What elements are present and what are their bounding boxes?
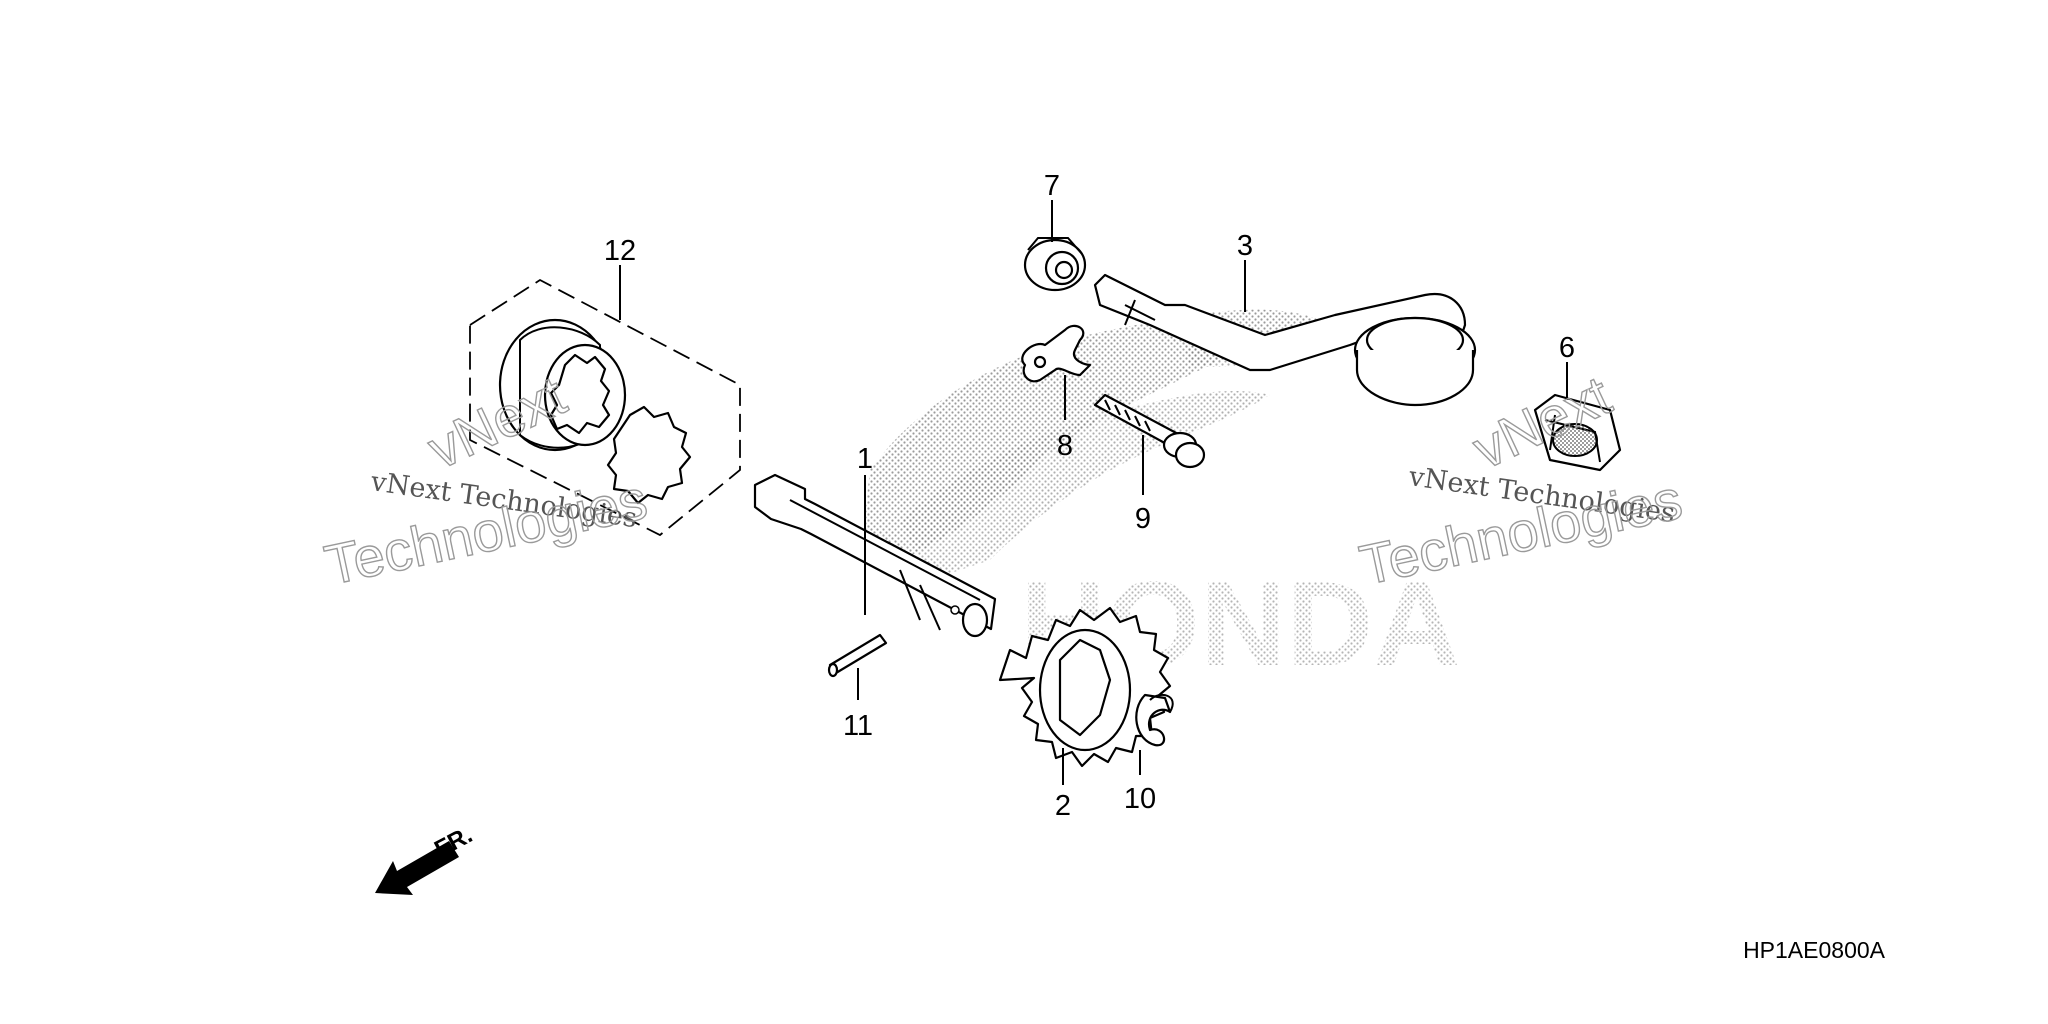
front-arrow-icon xyxy=(375,841,459,895)
part-8-clamp[interactable] xyxy=(1021,324,1092,383)
callout-11: 11 xyxy=(843,710,873,742)
callout-6: 6 xyxy=(1559,332,1575,364)
part-6-rubber-mount[interactable] xyxy=(1533,393,1622,472)
callout-10: 10 xyxy=(1124,783,1156,815)
watermark-left-vnext: vNext xyxy=(418,363,575,481)
callout-3: 3 xyxy=(1237,230,1253,262)
part-2-drive-sprocket[interactable] xyxy=(998,606,1172,768)
callout-7: 7 xyxy=(1044,170,1060,202)
part-11-dowel-pin[interactable] xyxy=(827,633,888,678)
diagram-code: HP1AE0800A xyxy=(1743,937,1886,963)
callout-12: 12 xyxy=(604,235,636,267)
front-direction-indicator: FR. xyxy=(375,821,477,895)
part-10-snap-ring[interactable] xyxy=(1135,693,1174,747)
callout-numbers: 12 1 11 2 10 3 7 8 9 6 xyxy=(604,170,1575,822)
callout-8: 8 xyxy=(1057,430,1073,462)
leader-lines xyxy=(619,200,1568,785)
callout-9: 9 xyxy=(1135,503,1151,535)
callout-1: 1 xyxy=(857,443,873,475)
part-9-flange-bolt[interactable] xyxy=(1093,393,1206,469)
part-3-strainer-pipe[interactable] xyxy=(1093,273,1477,407)
callout-2: 2 xyxy=(1055,790,1071,822)
part-7-grommet[interactable] xyxy=(1023,237,1087,292)
part-12-rotor-set[interactable] xyxy=(469,278,741,537)
part-1-pump-shaft[interactable] xyxy=(753,473,997,638)
